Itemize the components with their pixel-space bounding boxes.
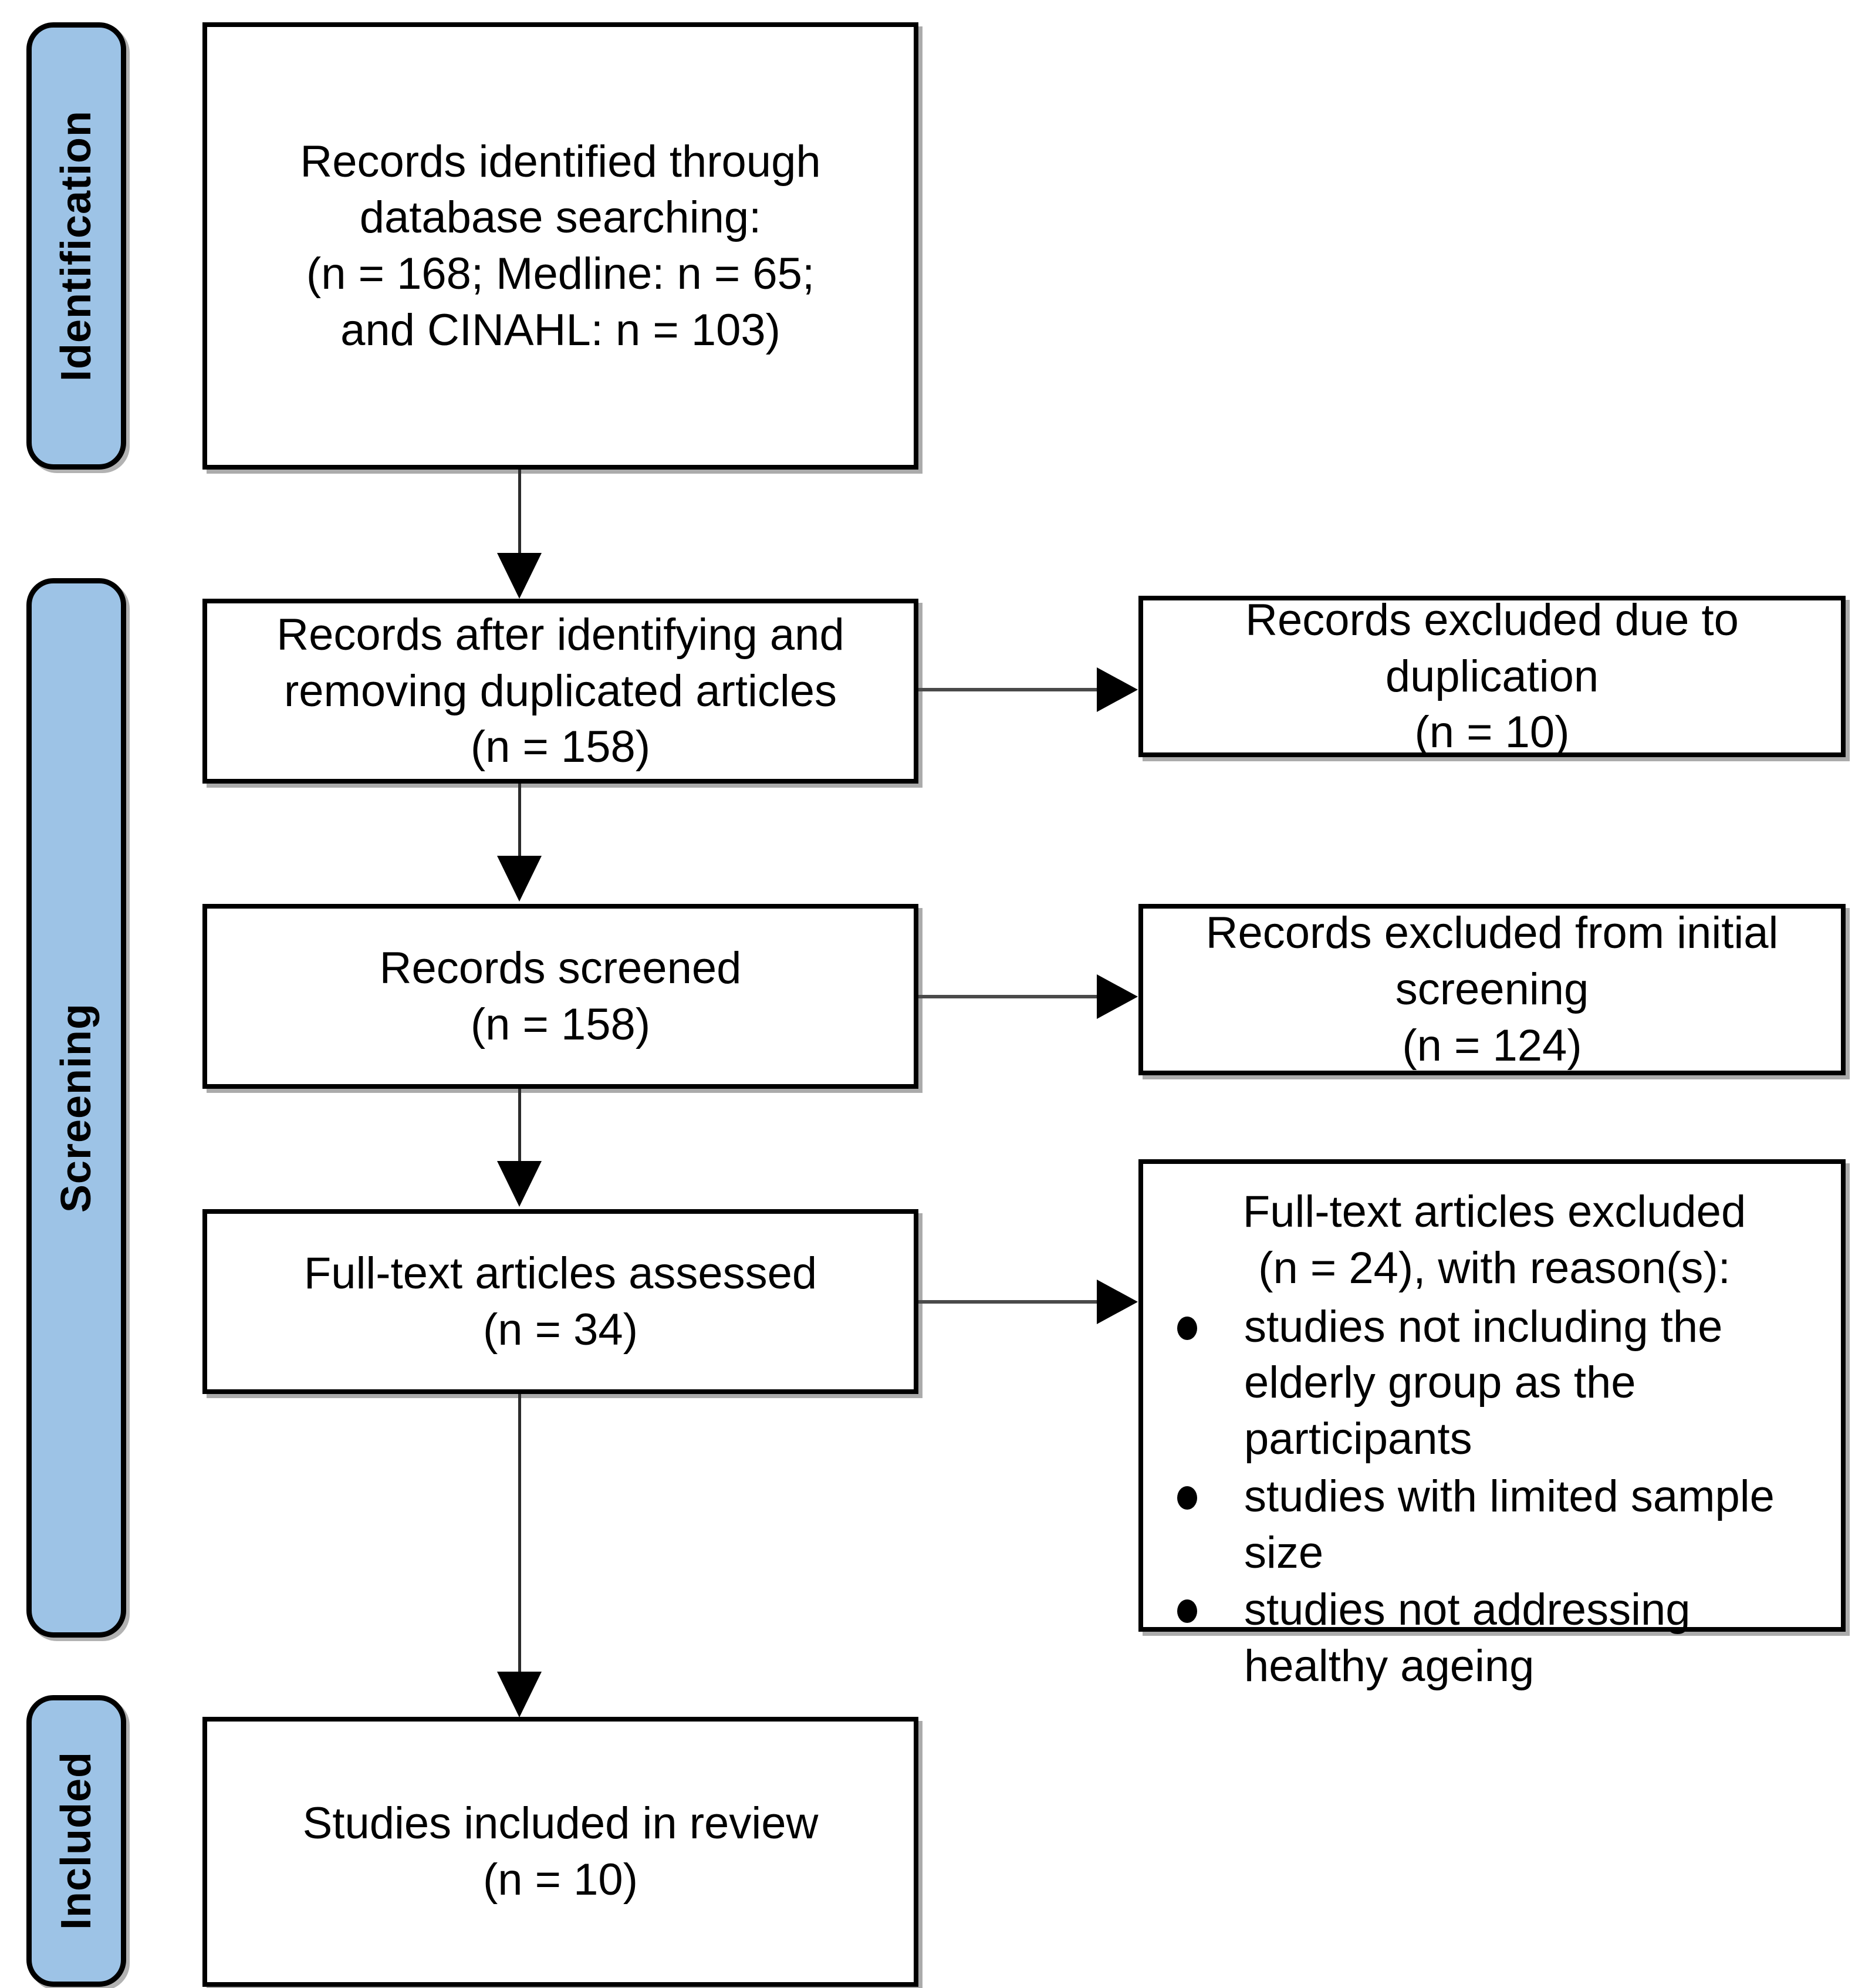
reason-text: studies with limited sample size — [1244, 1471, 1775, 1578]
box-records-screened-text: Records screened (n = 158) — [379, 943, 742, 1049]
box-fulltext-articles-assessed-text: Full-text articles assessed (n = 34) — [303, 1248, 817, 1355]
box-records-excluded-duplication-text: Records excluded due to duplication (n =… — [1245, 595, 1739, 758]
box-records-screened: Records screened (n = 158) — [202, 904, 918, 1089]
arrowhead-duplicates-to-screened — [497, 856, 542, 902]
reason-text: studies not addressing healthy ageing — [1244, 1585, 1691, 1691]
box-studies-included-in-review: Studies included in review (n = 10) — [202, 1717, 918, 1987]
connector-line-identified-to-duplicates — [518, 470, 521, 558]
bullet-icon — [1177, 1486, 1197, 1510]
connector-line-duplicates-to-screened — [518, 784, 521, 860]
box-records-after-duplicates-text: Records after identifying and removing d… — [276, 609, 844, 772]
box-records-after-duplicates: Records after identifying and removing d… — [202, 599, 918, 784]
box-records-excluded-initial-screening: Records excluded from initial screening … — [1138, 904, 1846, 1075]
box-records-excluded-duplication: Records excluded due to duplication (n =… — [1138, 595, 1846, 757]
fulltext-excluded-heading: Full-text articles excluded (n = 24), wi… — [1242, 1187, 1746, 1293]
box-records-identified-text: Records identified through database sear… — [300, 136, 821, 355]
connector-line-fulltext-to-included — [518, 1394, 521, 1676]
list-item: studies not addressing healthy ageing — [1161, 1582, 1828, 1695]
bullet-icon — [1177, 1316, 1197, 1340]
connector-line-to-fulltext-excluded — [918, 1300, 1100, 1304]
arrowhead-fulltext-to-included — [497, 1672, 542, 1717]
connector-line-to-excluded-duplication — [918, 688, 1100, 691]
phase-bar-included: Included — [26, 1695, 126, 1987]
connector-line-to-excluded-initial-screening — [918, 995, 1100, 998]
connector-line-screened-to-fulltext — [518, 1089, 521, 1165]
box-studies-included-in-review-text: Studies included in review (n = 10) — [302, 1798, 819, 1905]
fulltext-excluded-reasons-list: studies not including the elderly group … — [1161, 1299, 1828, 1696]
phase-label-included: Included — [53, 1751, 100, 1930]
bullet-icon — [1177, 1599, 1197, 1624]
list-item: studies with limited sample size — [1161, 1469, 1828, 1581]
arrowhead-identified-to-duplicates — [497, 553, 542, 599]
arrowhead-to-excluded-duplication — [1097, 667, 1138, 712]
reason-text: studies not including the elderly group … — [1244, 1301, 1723, 1464]
arrowhead-screened-to-fulltext — [497, 1161, 542, 1207]
box-fulltext-articles-excluded: Full-text articles excluded (n = 24), wi… — [1138, 1159, 1846, 1691]
list-item: studies not including the elderly group … — [1161, 1299, 1828, 1467]
arrowhead-to-fulltext-excluded — [1097, 1280, 1138, 1324]
phase-bar-identification: Identification — [26, 22, 126, 470]
phase-label-screening: Screening — [53, 1003, 100, 1213]
phase-label-identification: Identification — [53, 110, 100, 382]
box-records-excluded-initial-screening-text: Records excluded from initial screening … — [1205, 908, 1779, 1071]
box-records-identified: Records identified through database sear… — [202, 22, 918, 470]
arrowhead-to-excluded-initial-screening — [1097, 974, 1138, 1019]
phase-bar-screening: Screening — [26, 578, 126, 1638]
box-fulltext-articles-assessed: Full-text articles assessed (n = 34) — [202, 1209, 918, 1394]
